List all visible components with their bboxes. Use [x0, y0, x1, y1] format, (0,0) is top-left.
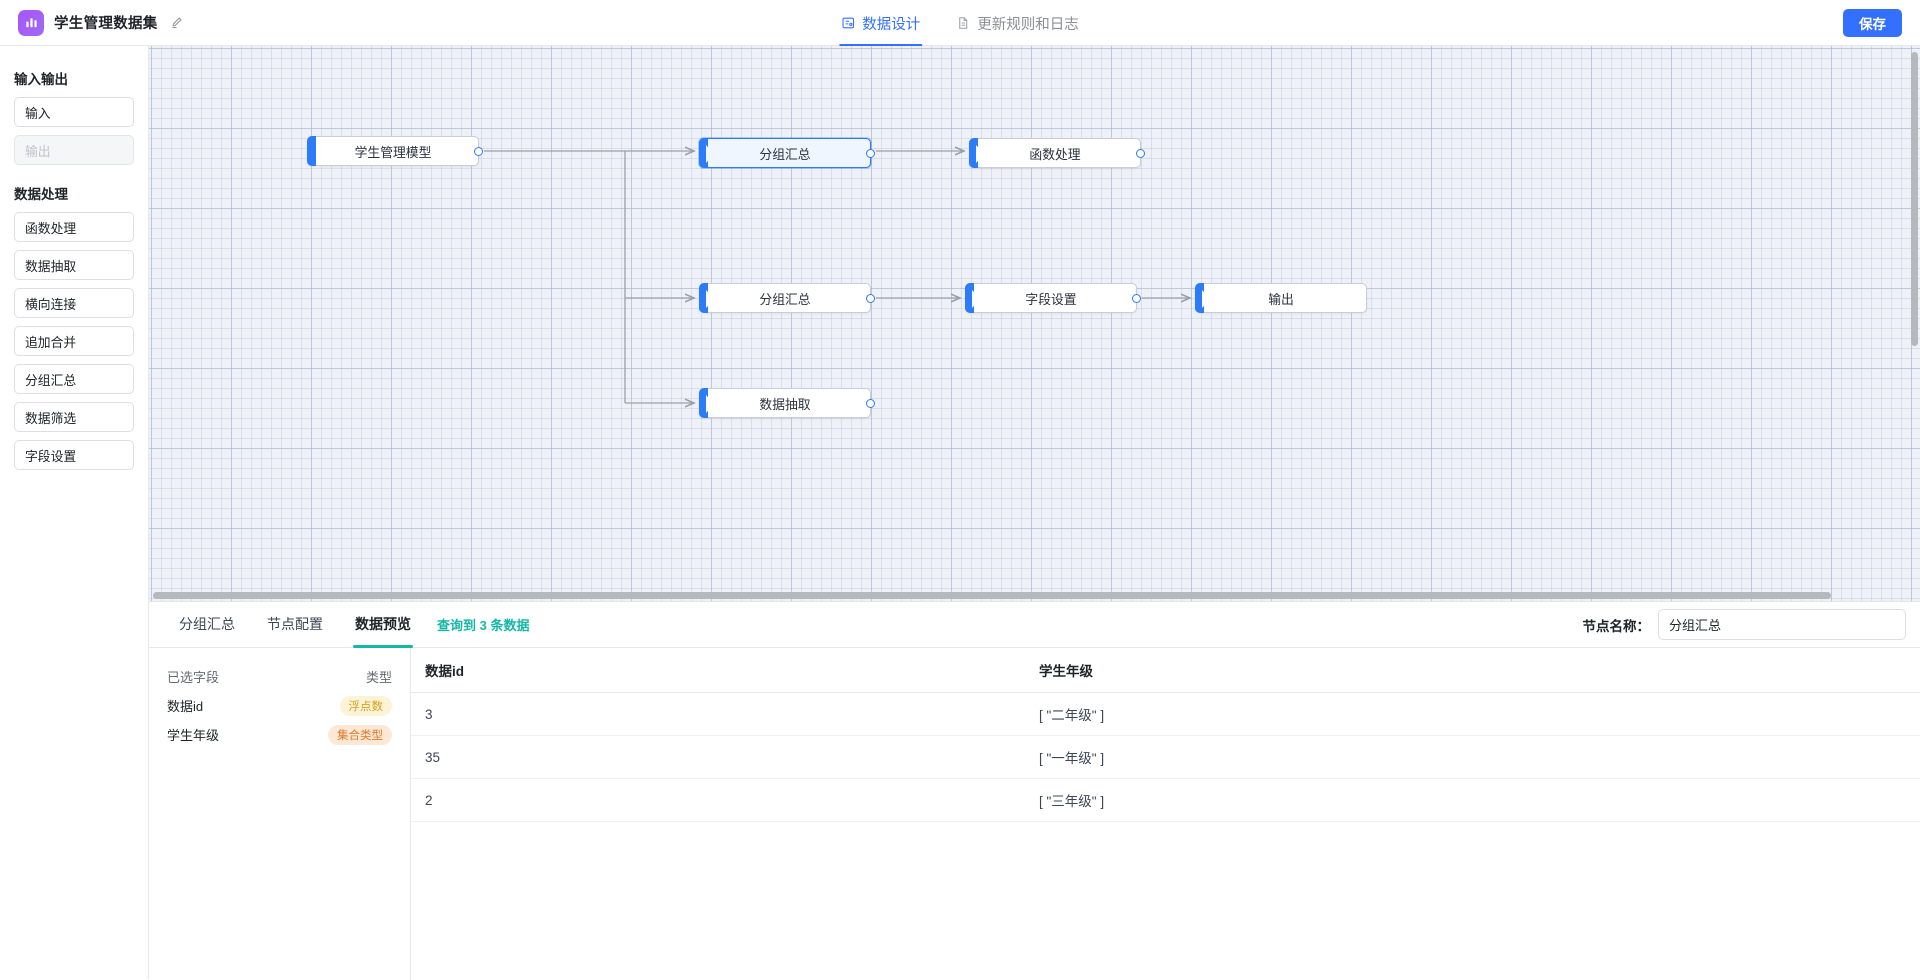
flow-node-label: 数据抽取: [759, 396, 811, 412]
node-accent-bar: [307, 136, 316, 166]
tab-update-rules-log[interactable]: 更新规则和日志: [938, 0, 1097, 46]
flow-node-student-model[interactable]: 学生管理模型: [307, 136, 483, 166]
brand: 学生管理数据集: [0, 9, 183, 36]
bottom-panel-body: 已选字段 类型 数据id 浮点数 学生年级 集合类型 数据id 学生年级: [149, 648, 1920, 980]
tab-data-preview[interactable]: 数据预览: [339, 602, 427, 648]
column-header-data-id[interactable]: 数据id: [411, 648, 1025, 693]
node-input-chevron-icon: [1202, 290, 1210, 308]
field-name: 数据id: [167, 699, 204, 714]
flow-node-function-process[interactable]: 函数处理: [969, 138, 1145, 168]
field-name: 学生年级: [167, 728, 220, 743]
node-name-label: 节点名称：: [1582, 618, 1651, 634]
header-tabs: 数据设计 更新规则和日志: [823, 0, 1097, 46]
sidebar-item-horizontal-join[interactable]: 横向连接: [14, 288, 134, 318]
column-header-student-grade[interactable]: 学生年级: [1025, 648, 1920, 693]
node-accent-bar: [699, 388, 708, 418]
sidebar-item-group-aggregate[interactable]: 分组汇总: [14, 364, 134, 394]
flow-node-group-aggregate-1[interactable]: 分组汇总: [699, 138, 875, 168]
fields-header-row: 已选字段 类型: [167, 662, 392, 691]
node-accent-bar: [1195, 283, 1204, 313]
node-output-port[interactable]: [866, 294, 875, 303]
cell-student-grade: [ "三年级" ]: [1025, 778, 1920, 822]
node-input-chevron-icon: [706, 290, 714, 308]
node-accent-bar: [699, 138, 708, 168]
node-input-chevron-icon: [976, 145, 984, 163]
tab-data-design[interactable]: 数据设计: [823, 0, 938, 46]
node-input-chevron-icon: [706, 395, 714, 413]
flow-node-label: 分组汇总: [759, 146, 811, 162]
cell-student-grade: [ "二年级" ]: [1025, 692, 1920, 736]
pencil-icon[interactable]: [170, 16, 183, 29]
save-button[interactable]: 保存: [1843, 9, 1902, 37]
table-row[interactable]: 3 [ "二年级" ]: [411, 692, 1920, 736]
flow-node-field-settings[interactable]: 字段设置: [965, 283, 1141, 313]
field-type-badge: 浮点数: [339, 695, 392, 716]
node-name-field-group: 节点名称：: [1582, 609, 1906, 640]
node-output-port[interactable]: [866, 149, 875, 158]
fields-header-name: 已选字段: [167, 670, 220, 685]
table-header-row: 数据id 学生年级: [411, 648, 1920, 693]
top-bar: 学生管理数据集 数据设计 更新规则和日志 保存: [0, 0, 1920, 46]
node-accent-bar: [965, 283, 974, 313]
node-name-input[interactable]: [1658, 609, 1906, 640]
bottom-panel-header: 分组汇总 节点配置 数据预览 查询到 3 条数据 节点名称：: [149, 602, 1920, 648]
field-type-badge: 集合类型: [328, 724, 392, 745]
flow-node-label: 字段设置: [1025, 291, 1077, 307]
node-input-chevron-icon: [972, 290, 980, 308]
sidebar-item-append-merge[interactable]: 追加合并: [14, 326, 134, 356]
node-accent-bar: [969, 138, 978, 168]
node-output-port[interactable]: [474, 147, 483, 156]
sidebar-item-field-settings[interactable]: 字段设置: [14, 440, 134, 470]
query-result-count: 查询到 3 条数据: [437, 618, 530, 633]
flow-canvas[interactable]: 学生管理模型 分组汇总 函数处理 分组汇总 字段设置: [149, 46, 1920, 601]
data-preview-table: 数据id 学生年级 3 [ "二年级" ] 35 [ "一年级" ] 2: [411, 648, 1920, 822]
flow-node-output[interactable]: 输出: [1195, 283, 1367, 313]
tab-group-aggregate[interactable]: 分组汇总: [179, 615, 235, 632]
node-input-chevron-icon: [706, 145, 714, 163]
node-output-port[interactable]: [1132, 294, 1141, 303]
cell-student-grade: [ "一年级" ]: [1025, 735, 1920, 779]
page-title: 学生管理数据集: [54, 16, 158, 32]
canvas-horizontal-scrollbar[interactable]: [153, 592, 1831, 599]
sidebar: 输入输出 输入 输出 数据处理 函数处理 数据抽取 横向连接 追加合并 分组汇总…: [0, 46, 149, 979]
sidebar-group-title-processing: 数据处理: [14, 187, 68, 202]
tab-data-design-label: 数据设计: [862, 16, 921, 33]
tab-node-config[interactable]: 节点配置: [267, 615, 323, 632]
sidebar-group-title-io: 输入输出: [14, 72, 68, 87]
canvas-vertical-scrollbar[interactable]: [1911, 52, 1918, 346]
selected-fields-pane: 已选字段 类型 数据id 浮点数 学生年级 集合类型: [149, 648, 411, 980]
table-row[interactable]: 35 [ "一年级" ]: [411, 735, 1920, 779]
bottom-panel: 分组汇总 节点配置 数据预览 查询到 3 条数据 节点名称： 已选字段 类型 数…: [149, 601, 1920, 980]
flow-node-label: 输出: [1268, 291, 1294, 307]
sidebar-item-function-process[interactable]: 函数处理: [14, 212, 134, 242]
tab-update-rules-log-label: 更新规则和日志: [977, 16, 1079, 33]
flow-node-label: 分组汇总: [759, 291, 811, 307]
flow-edges: [484, 46, 1920, 601]
cell-data-id: 35: [411, 735, 1025, 779]
sidebar-item-input[interactable]: 输入: [14, 97, 134, 127]
cell-data-id: 3: [411, 692, 1025, 736]
node-output-port[interactable]: [866, 399, 875, 408]
flow-node-label: 学生管理模型: [354, 144, 432, 160]
bar-chart-icon: [18, 9, 44, 36]
node-output-port[interactable]: [1136, 149, 1145, 158]
flow-node-group-aggregate-2[interactable]: 分组汇总: [699, 283, 875, 313]
node-accent-bar: [699, 283, 708, 313]
field-row[interactable]: 学生年级 集合类型: [167, 720, 392, 749]
design-icon: [841, 16, 855, 30]
document-icon: [956, 16, 970, 30]
flow-node-data-extract[interactable]: 数据抽取: [699, 388, 875, 418]
cell-data-id: 2: [411, 778, 1025, 822]
sidebar-item-data-extract[interactable]: 数据抽取: [14, 250, 134, 280]
sidebar-item-data-filter[interactable]: 数据筛选: [14, 402, 134, 432]
data-preview-table-pane: 数据id 学生年级 3 [ "二年级" ] 35 [ "一年级" ] 2: [411, 648, 1920, 980]
sidebar-item-output: 输出: [14, 135, 134, 165]
flow-node-label: 函数处理: [1029, 146, 1081, 162]
fields-header-type: 类型: [365, 670, 392, 685]
field-row[interactable]: 数据id 浮点数: [167, 691, 392, 720]
table-row[interactable]: 2 [ "三年级" ]: [411, 778, 1920, 822]
